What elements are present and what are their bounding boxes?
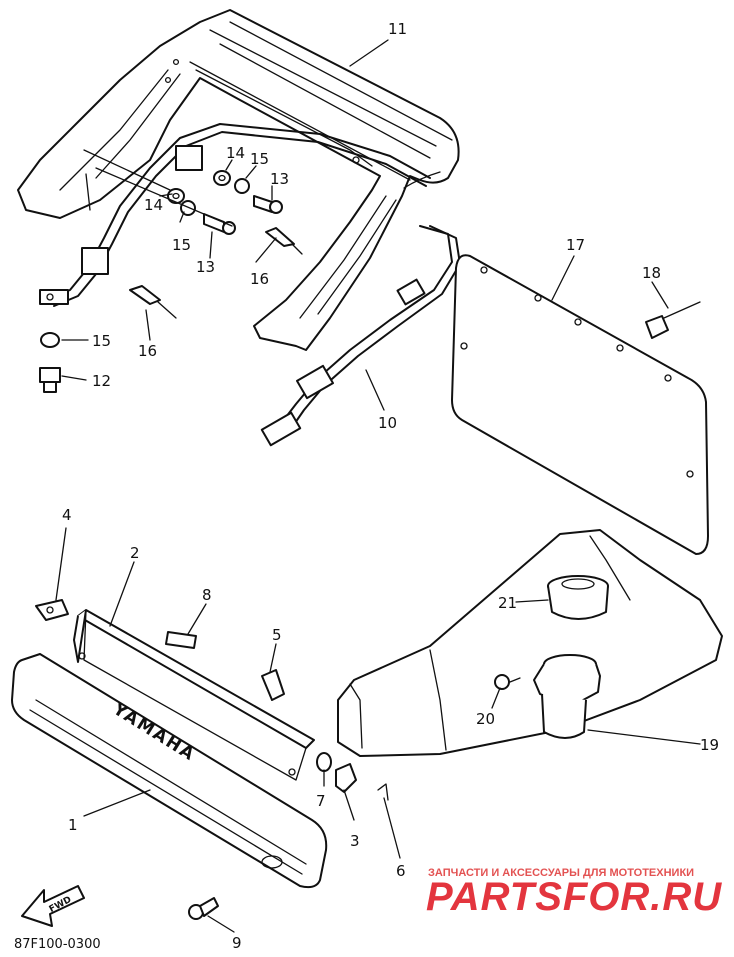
callout-14: 14	[226, 144, 245, 162]
callout-6: 6	[396, 862, 406, 880]
callout-labels: 11 17 18 14 15 13 14 15 13 16 15 12 16 1…	[62, 20, 719, 952]
callout-12: 12	[92, 372, 111, 390]
callout-18: 18	[642, 264, 661, 282]
fwd-arrow: FWD	[21, 885, 85, 927]
part-10-grab-rail	[39, 123, 461, 447]
watermark-tagline: ЗАПЧАСТИ И АКСЕССУАРЫ ДЛЯ МОТОТЕХНИКИ	[428, 867, 694, 879]
callout-20: 20	[476, 710, 495, 728]
callout-11: 11	[388, 20, 407, 38]
watermark: ЗАПЧАСТИ И АКСЕССУАРЫ ДЛЯ МОТОТЕХНИКИ PA…	[426, 867, 722, 919]
callout-7: 7	[316, 792, 326, 810]
callout-16: 16	[250, 270, 269, 288]
part-11-rear-carrier	[17, 9, 460, 351]
callout-9: 9	[232, 934, 242, 952]
callout-3: 3	[350, 832, 360, 850]
part-2-bracket	[35, 599, 389, 801]
leader-lines	[55, 39, 701, 933]
callout-15: 15	[92, 332, 111, 350]
callout-14: 14	[144, 196, 163, 214]
diagram-code: 87F100-0300	[14, 937, 101, 952]
callout-15: 15	[250, 150, 269, 168]
callout-10: 10	[378, 414, 397, 432]
callout-15: 15	[172, 236, 191, 254]
callout-13: 13	[196, 258, 215, 276]
part-17-panel	[451, 254, 709, 555]
callout-5: 5	[272, 626, 282, 644]
callout-19: 19	[700, 736, 719, 754]
callout-4: 4	[62, 506, 72, 524]
callout-13: 13	[270, 170, 289, 188]
callout-21: 21	[498, 594, 517, 612]
hardware-fasteners	[39, 149, 303, 393]
callout-8: 8	[202, 586, 212, 604]
callout-2: 2	[130, 544, 140, 562]
callout-17: 17	[566, 236, 585, 254]
callout-16: 16	[138, 342, 157, 360]
callout-1: 1	[68, 816, 78, 834]
part-tank-assembly	[337, 529, 723, 757]
watermark-site: PARTSFOR.RU	[426, 875, 722, 919]
